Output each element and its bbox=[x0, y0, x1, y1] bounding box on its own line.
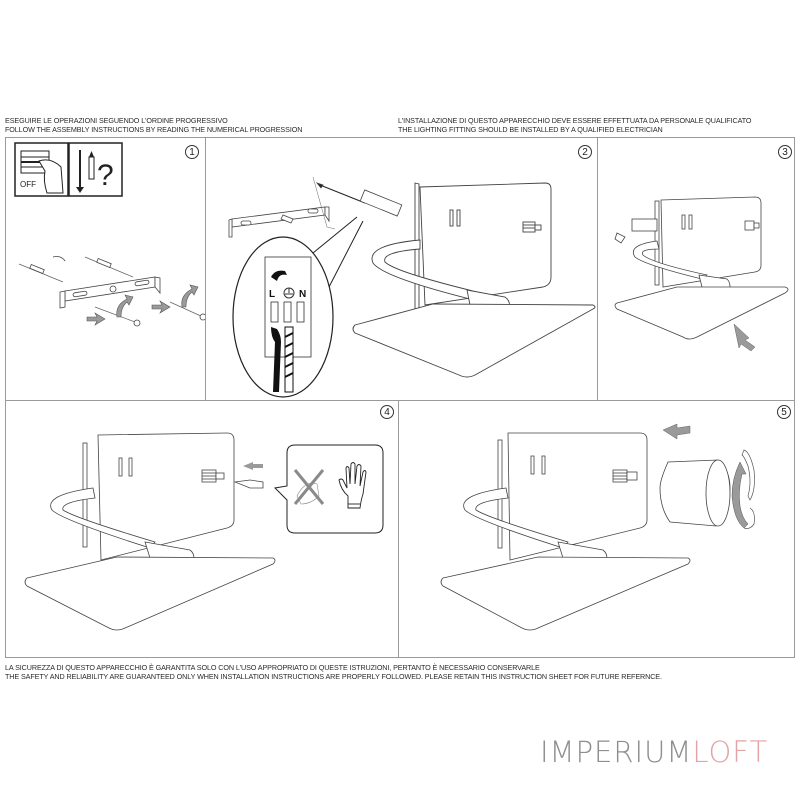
step-2-panel: 2 bbox=[205, 137, 597, 400]
footer-english: THE SAFETY AND RELIABILITY ARE GUARANTEE… bbox=[5, 672, 662, 681]
step-1-illustration: OFF ? bbox=[14, 142, 205, 327]
svg-text:OFF: OFF bbox=[20, 180, 36, 189]
header-left-english: FOLLOW THE ASSEMBLY INSTRUCTIONS BY READ… bbox=[5, 125, 303, 134]
push-arrow-icon bbox=[662, 423, 691, 440]
no-bare-hand-icon bbox=[293, 469, 325, 505]
step-1-panel: 1 OFF ? bbox=[5, 137, 205, 400]
instruction-grid bbox=[5, 137, 795, 658]
push-arrow-icon bbox=[733, 323, 756, 352]
svg-text:L: L bbox=[269, 289, 275, 300]
svg-text:?: ? bbox=[97, 159, 114, 192]
step-3-panel: 3 bbox=[597, 137, 795, 400]
header-left: ESEGUIRE LE OPERAZIONI SEGUENDO L'ORDINE… bbox=[5, 116, 302, 134]
glove-icon bbox=[338, 462, 367, 509]
header-right: L'INSTALLAZIONE DI QUESTO APPARECCHIO DE… bbox=[398, 116, 752, 134]
brand-part-imperium: IMPERIUM bbox=[540, 735, 693, 769]
step-number-3: 3 bbox=[778, 145, 792, 159]
step-5-illustration bbox=[440, 423, 755, 631]
footer-italian: LA SICUREZZA DI QUESTO APPARECCHIO È GAR… bbox=[5, 663, 540, 672]
header-right-italian: L'INSTALLAZIONE DI QUESTO APPARECCHIO DE… bbox=[398, 116, 752, 125]
step-3-illustration bbox=[614, 196, 789, 352]
step-5-panel: 5 bbox=[398, 400, 795, 658]
power-off-switch-icon: OFF bbox=[14, 142, 69, 197]
divider bbox=[5, 400, 795, 401]
header-left-italian: ESEGUIRE LE OPERAZIONI SEGUENDO L'ORDINE… bbox=[5, 116, 228, 125]
socket bbox=[522, 221, 542, 233]
brand-part-loft: LOFT bbox=[692, 735, 769, 769]
step-number-5: 5 bbox=[777, 405, 791, 419]
divider bbox=[398, 400, 399, 658]
brand-logo: IMPERIUMLOFT bbox=[540, 735, 768, 769]
step-4-illustration bbox=[24, 432, 384, 631]
screw-anchor-question-icon: ? bbox=[68, 142, 123, 197]
step-number-4: 4 bbox=[380, 405, 394, 419]
divider bbox=[597, 137, 598, 401]
svg-text:N: N bbox=[299, 289, 306, 300]
step-2-illustration: L N bbox=[228, 176, 596, 398]
step-number-2: 2 bbox=[578, 145, 592, 159]
divider bbox=[205, 137, 206, 401]
footer-disclaimer: LA SICUREZZA DI QUESTO APPARECCHIO È GAR… bbox=[5, 663, 662, 681]
step-number-1: 1 bbox=[185, 145, 199, 159]
glove-warning-callout bbox=[273, 444, 384, 534]
rotate-arrow-icon bbox=[731, 449, 755, 529]
header-right-english: THE LIGHTING FITTING SHOULD BE INSTALLED… bbox=[398, 125, 663, 134]
step-4-panel: 4 bbox=[5, 400, 398, 658]
